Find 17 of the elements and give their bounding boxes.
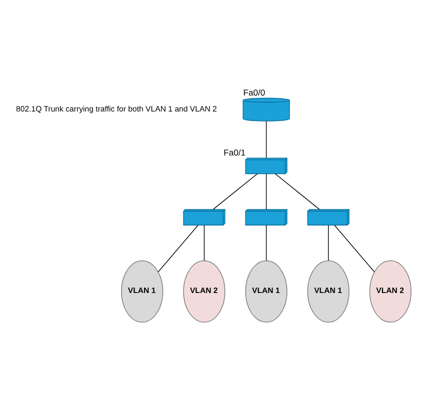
connector	[158, 224, 198, 272]
node-ellipse: VLAN 1	[121, 260, 164, 322]
node-label: Fa0/1	[224, 147, 246, 158]
connector	[334, 224, 375, 272]
node-ellipse: VLAN 1	[245, 260, 288, 322]
connector	[328, 224, 329, 260]
connector	[266, 172, 267, 210]
connector	[204, 224, 205, 260]
node-ellipse: VLAN 1	[307, 260, 350, 322]
connector	[274, 172, 320, 210]
connector	[266, 224, 267, 260]
connector	[212, 172, 258, 210]
node-ellipse: VLAN 2	[369, 260, 412, 322]
node-label: Fa0/0	[243, 87, 266, 98]
connector	[266, 120, 267, 158]
node-ellipse: VLAN 2	[183, 260, 226, 322]
label: 802.1Q Trunk carrying traffic for both VLAN 1 and VLAN 2	[16, 104, 217, 114]
